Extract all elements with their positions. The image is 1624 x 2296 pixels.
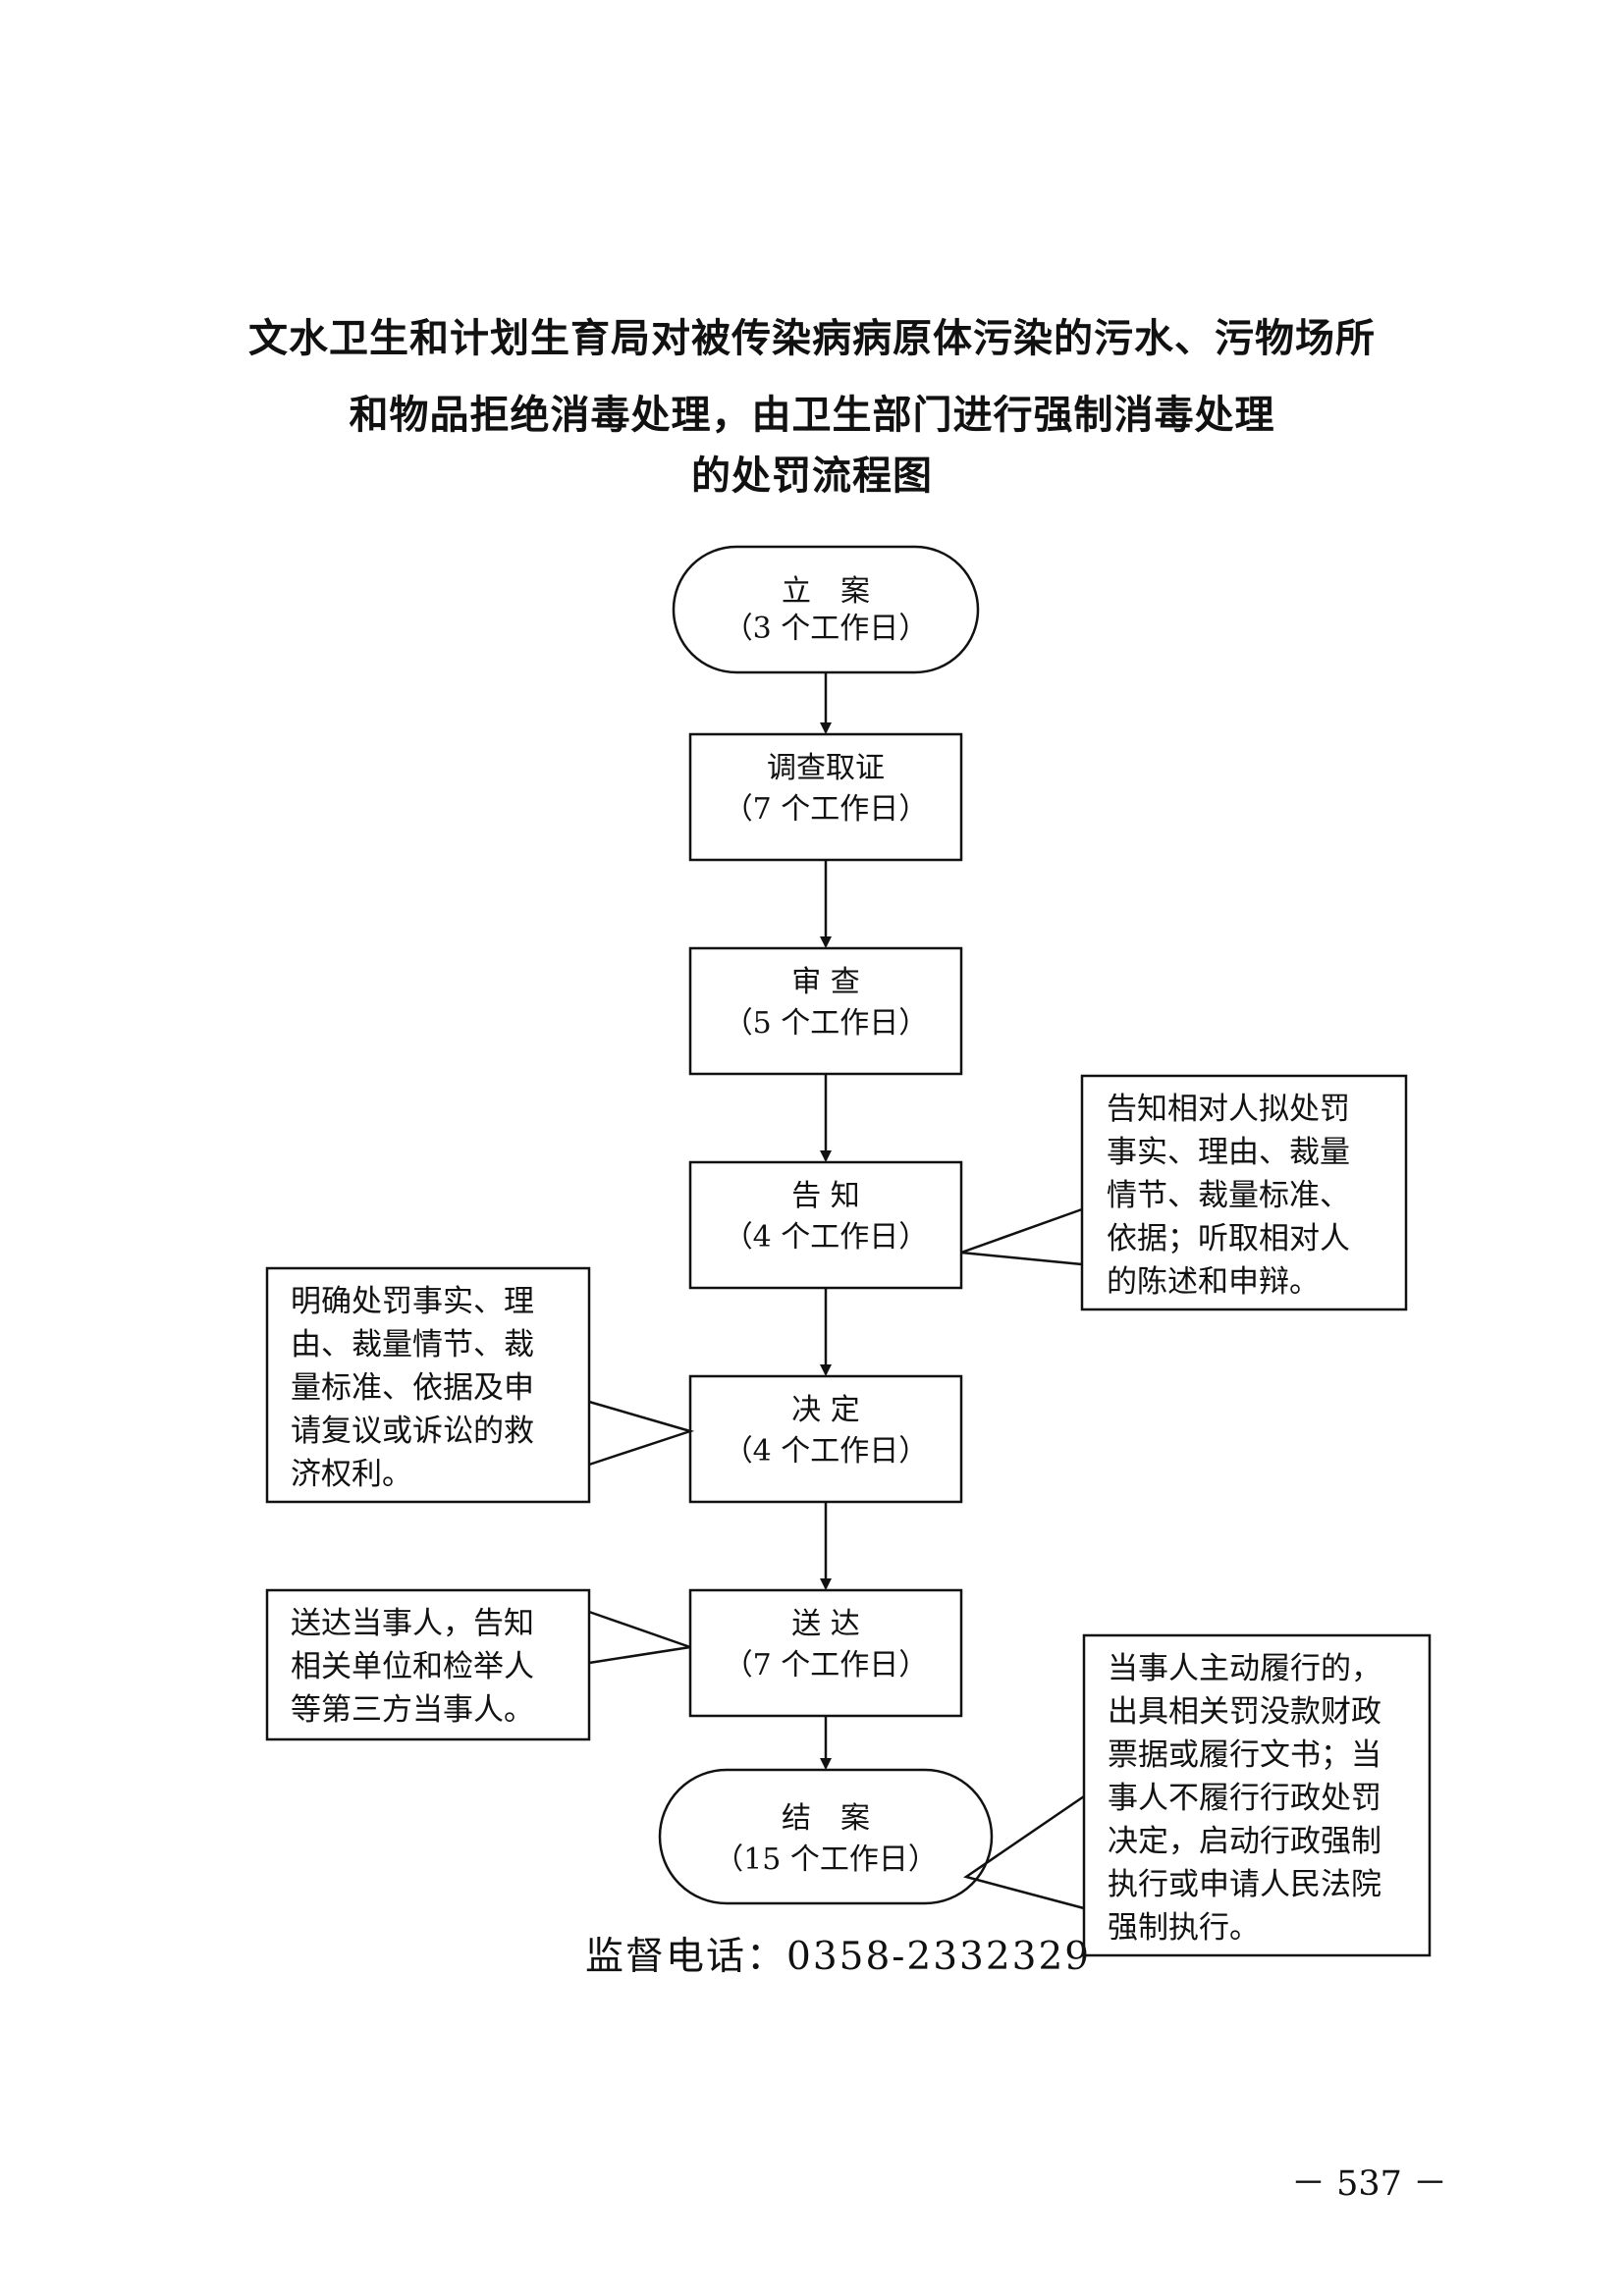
callout-decide-line: 明确处罚事实、理 [291, 1284, 534, 1319]
step-deliver: 送 达 （7 个工作日） [688, 1588, 963, 1718]
step-decide: 决 定 （4 个工作日） [688, 1374, 963, 1504]
callout-close-line: 当事人主动履行的， [1108, 1651, 1381, 1686]
callout-close-line: 决定，启动行政强制 [1108, 1824, 1381, 1859]
title-line-2: 和物品拒绝消毒处理，由卫生部门进行强制消毒处理 [349, 393, 1275, 438]
callout-inform-line: 的陈述和申辩。 [1107, 1264, 1320, 1300]
step-inform-days: （4 个工作日） [724, 1220, 929, 1255]
step-deliver-days: （7 个工作日） [724, 1648, 929, 1682]
step-inform: 告 知 （4 个工作日） [688, 1160, 963, 1290]
callout-close-line: 出具相关罚没款财政 [1108, 1694, 1381, 1730]
step-file-case-days: （3 个工作日） [724, 612, 929, 646]
title-line-1: 文水卫生和计划生育局对被传染病病原体污染的污水、污物场所 [248, 316, 1376, 361]
callout-decide: 明确处罚事实、理 由、裁量情节、裁 量标准、依据及申 请复议或诉讼的救 济权利。 [265, 1266, 695, 1504]
step-review-name: 审 查 [791, 965, 860, 999]
step-close-case-days: （15 个工作日） [714, 1842, 938, 1877]
callout-inform-line: 告知相对人拟处罚 [1107, 1092, 1350, 1127]
step-review: 审 查 （5 个工作日） [688, 946, 963, 1076]
step-deliver-name: 送 达 [791, 1607, 860, 1641]
step-decide-days: （4 个工作日） [724, 1434, 929, 1468]
callout-deliver: 送达当事人，告知 相关单位和检举人 等第三方当事人。 [265, 1588, 691, 1741]
supervision-phone: 监督电话：0358-2332329 [585, 1935, 1092, 1979]
callout-decide-line: 请复议或诉讼的救 [291, 1414, 534, 1449]
callout-deliver-line: 送达当事人，告知 [291, 1606, 534, 1641]
step-review-days: （5 个工作日） [724, 1006, 929, 1041]
callout-close-line: 执行或申请人民法院 [1108, 1867, 1381, 1902]
callout-close-line: 事人不履行行政处罚 [1108, 1781, 1381, 1816]
step-close-case: 结 案 （15 个工作日） [658, 1768, 994, 1905]
callout-inform-line: 依据；听取相对人 [1107, 1221, 1350, 1256]
callout-deliver-line: 相关单位和检举人 [291, 1649, 534, 1684]
step-file-case-name: 立 案 [782, 574, 870, 609]
callout-inform-line: 情节、裁量标准、 [1107, 1178, 1350, 1213]
step-inform-name: 告 知 [791, 1179, 860, 1213]
callout-close-line: 强制执行。 [1108, 1910, 1260, 1946]
step-close-case-name: 结 案 [782, 1801, 870, 1836]
step-investigate: 调查取证 （7 个工作日） [688, 732, 963, 862]
callout-inform: 告知相对人拟处罚 事实、理由、裁量 情节、裁量标准、 依据；听取相对人 的陈述和… [960, 1074, 1408, 1311]
step-investigate-days: （7 个工作日） [724, 792, 929, 827]
step-investigate-name: 调查取证 [767, 751, 885, 785]
callout-close-line: 票据或履行文书；当 [1108, 1737, 1381, 1773]
callout-inform-line: 事实、理由、裁量 [1107, 1135, 1350, 1170]
callout-decide-line: 量标准、依据及申 [291, 1370, 534, 1406]
callout-decide-line: 由、裁量情节、裁 [291, 1327, 534, 1362]
step-file-case: 立 案 （3 个工作日） [672, 545, 980, 674]
page-number: － 537 － [1291, 2164, 1448, 2204]
step-decide-name: 决 定 [791, 1393, 860, 1427]
title-line-3: 的处罚流程图 [691, 454, 933, 499]
callout-close: 当事人主动履行的， 出具相关罚没款财政 票据或履行文书；当 事人不履行行政处罚 … [963, 1633, 1432, 1957]
callout-decide-line: 济权利。 [291, 1457, 412, 1492]
callout-deliver-line: 等第三方当事人。 [291, 1692, 534, 1728]
